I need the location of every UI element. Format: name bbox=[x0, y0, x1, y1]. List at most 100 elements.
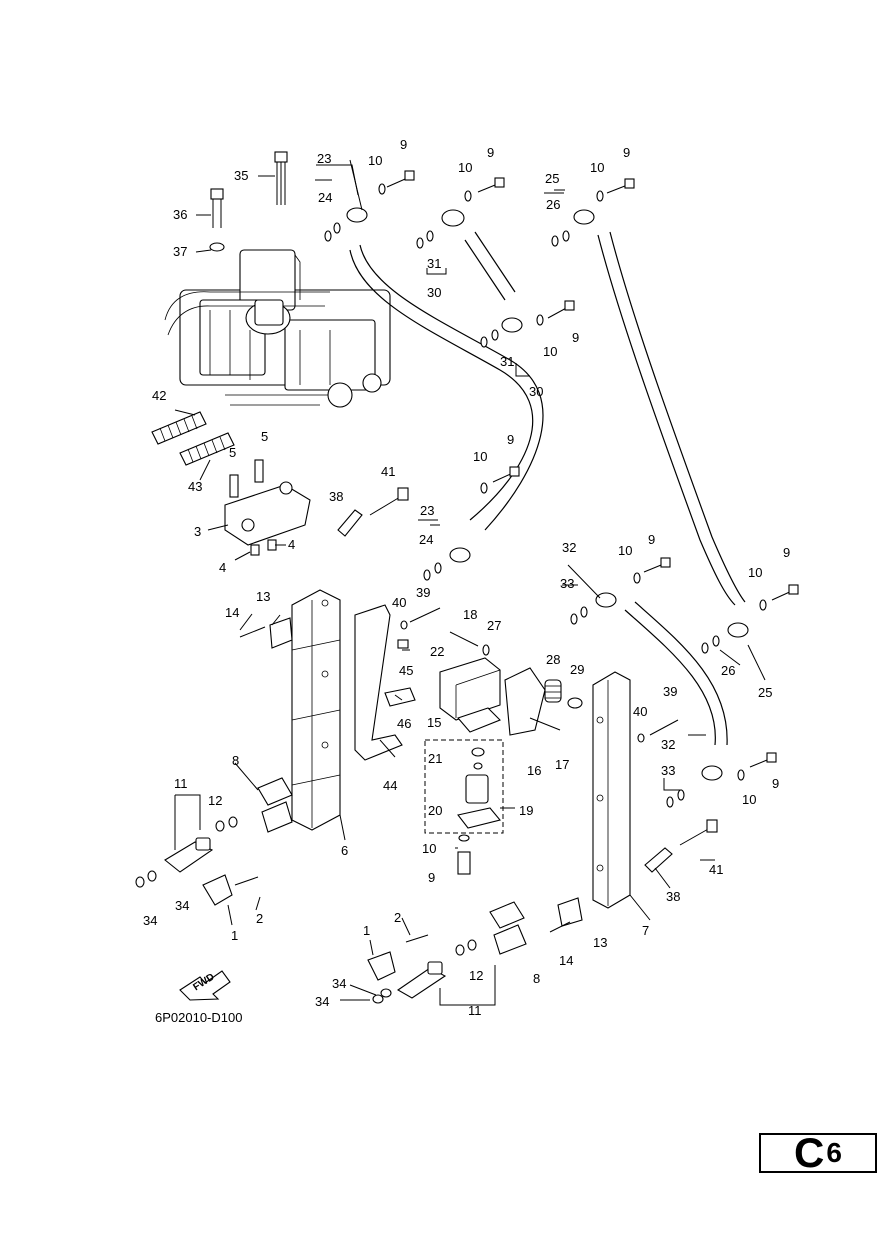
callout: 8 bbox=[533, 971, 540, 986]
callout: 9 bbox=[572, 330, 579, 345]
callout: 40 bbox=[633, 704, 647, 719]
callout: 10 bbox=[368, 153, 382, 168]
callout: 37 bbox=[173, 244, 187, 259]
silencer-42 bbox=[151, 411, 207, 445]
fuel-hoses bbox=[349, 231, 746, 746]
callout: 39 bbox=[663, 684, 677, 699]
throttle-body-assembly bbox=[164, 249, 391, 408]
callout: 43 bbox=[188, 479, 202, 494]
washer-37 bbox=[209, 242, 225, 252]
washers-10 bbox=[378, 183, 767, 842]
callout: 28 bbox=[546, 652, 560, 667]
callout: 44 bbox=[383, 778, 397, 793]
injector-11-left bbox=[164, 837, 214, 873]
callout: 13 bbox=[256, 589, 270, 604]
callout: 33 bbox=[560, 576, 574, 591]
callout: 45 bbox=[399, 663, 413, 678]
callout: 29 bbox=[570, 662, 584, 677]
callout: 2 bbox=[394, 910, 401, 925]
callout: 32 bbox=[661, 737, 675, 752]
callout: 9 bbox=[507, 432, 514, 447]
clip-45 bbox=[397, 639, 409, 649]
bolts-2-14 bbox=[234, 626, 571, 943]
callout: 14 bbox=[559, 953, 573, 968]
callout: 38 bbox=[329, 489, 343, 504]
callout: 20 bbox=[428, 803, 442, 818]
collar-38-upper bbox=[337, 509, 363, 537]
callout: 30 bbox=[529, 384, 543, 399]
bracket-3 bbox=[224, 459, 311, 556]
callout: 11 bbox=[174, 776, 188, 791]
callout: 26 bbox=[546, 197, 560, 212]
clip-46 bbox=[384, 687, 416, 707]
callout: 40 bbox=[392, 595, 406, 610]
bolt-39-lower bbox=[649, 719, 679, 736]
pressure-regulator-22 bbox=[439, 657, 501, 721]
callout: 17 bbox=[555, 757, 569, 772]
callout: 31 bbox=[427, 256, 441, 271]
callout: 6 bbox=[341, 843, 348, 858]
callout: 9 bbox=[772, 776, 779, 791]
bolt-9-sensor bbox=[457, 851, 471, 875]
callout: 31 bbox=[500, 354, 514, 369]
callout: 30 bbox=[427, 285, 441, 300]
hose-joints bbox=[346, 207, 749, 781]
callout: 22 bbox=[430, 644, 444, 659]
callout: 25 bbox=[758, 685, 772, 700]
callout: 19 bbox=[519, 803, 533, 818]
callout: 10 bbox=[590, 160, 604, 175]
callout: 35 bbox=[234, 168, 248, 183]
callout: 24 bbox=[419, 532, 433, 547]
bolt-39-upper bbox=[409, 607, 441, 623]
callout: 14 bbox=[225, 605, 239, 620]
callout: 10 bbox=[748, 565, 762, 580]
page-code-box: C 6 bbox=[759, 1129, 877, 1176]
callout: 5 bbox=[229, 445, 236, 460]
leader-lines bbox=[174, 159, 766, 1006]
callout: 42 bbox=[152, 388, 166, 403]
page-code-number: 6 bbox=[826, 1137, 842, 1168]
callout: 21 bbox=[428, 751, 442, 766]
callout: 41 bbox=[381, 464, 395, 479]
callout: 4 bbox=[288, 537, 295, 552]
callout: 23 bbox=[420, 503, 434, 518]
washer-40-upper bbox=[400, 620, 408, 630]
bolt-36 bbox=[210, 188, 224, 228]
callout: 7 bbox=[642, 923, 649, 938]
callout: 46 bbox=[397, 716, 411, 731]
collars-13 bbox=[269, 617, 583, 927]
callout: 33 bbox=[661, 763, 675, 778]
diagram-reference-code: 6P02010-D100 bbox=[155, 1010, 242, 1025]
holders-8 bbox=[257, 777, 527, 955]
page-code-letter: C bbox=[794, 1129, 825, 1176]
fuel-rail-7 bbox=[592, 671, 631, 909]
callout: 34 bbox=[175, 898, 189, 913]
callout: 16 bbox=[527, 763, 541, 778]
callout: 9 bbox=[623, 145, 630, 160]
o-rings bbox=[324, 222, 720, 808]
bolts-9 bbox=[386, 170, 799, 768]
fwd-arrow-icon: FWD bbox=[179, 970, 231, 1001]
injector-11-right bbox=[396, 961, 447, 999]
callout: 15 bbox=[427, 715, 441, 730]
callout: 12 bbox=[469, 968, 483, 983]
callout: 9 bbox=[487, 145, 494, 160]
callout: 34 bbox=[143, 913, 157, 928]
callout: 11 bbox=[468, 1003, 482, 1018]
callout: 1 bbox=[363, 923, 370, 938]
callout: 9 bbox=[428, 870, 435, 885]
callout: 10 bbox=[742, 792, 756, 807]
callout: 34 bbox=[315, 994, 329, 1009]
callout: 13 bbox=[593, 935, 607, 950]
bolt-17 bbox=[529, 717, 561, 731]
collar-38-lower bbox=[644, 847, 673, 873]
bolt-41-lower bbox=[679, 819, 718, 846]
gasket-15 bbox=[457, 707, 501, 733]
callout: 36 bbox=[173, 207, 187, 222]
clamps-1 bbox=[202, 874, 396, 981]
callout: 38 bbox=[666, 889, 680, 904]
callout-labels: 35 23 24 10 9 10 9 25 26 10 9 36 37 31 3… bbox=[143, 137, 790, 1018]
spring-28 bbox=[544, 679, 562, 703]
callout: 2 bbox=[256, 911, 263, 926]
